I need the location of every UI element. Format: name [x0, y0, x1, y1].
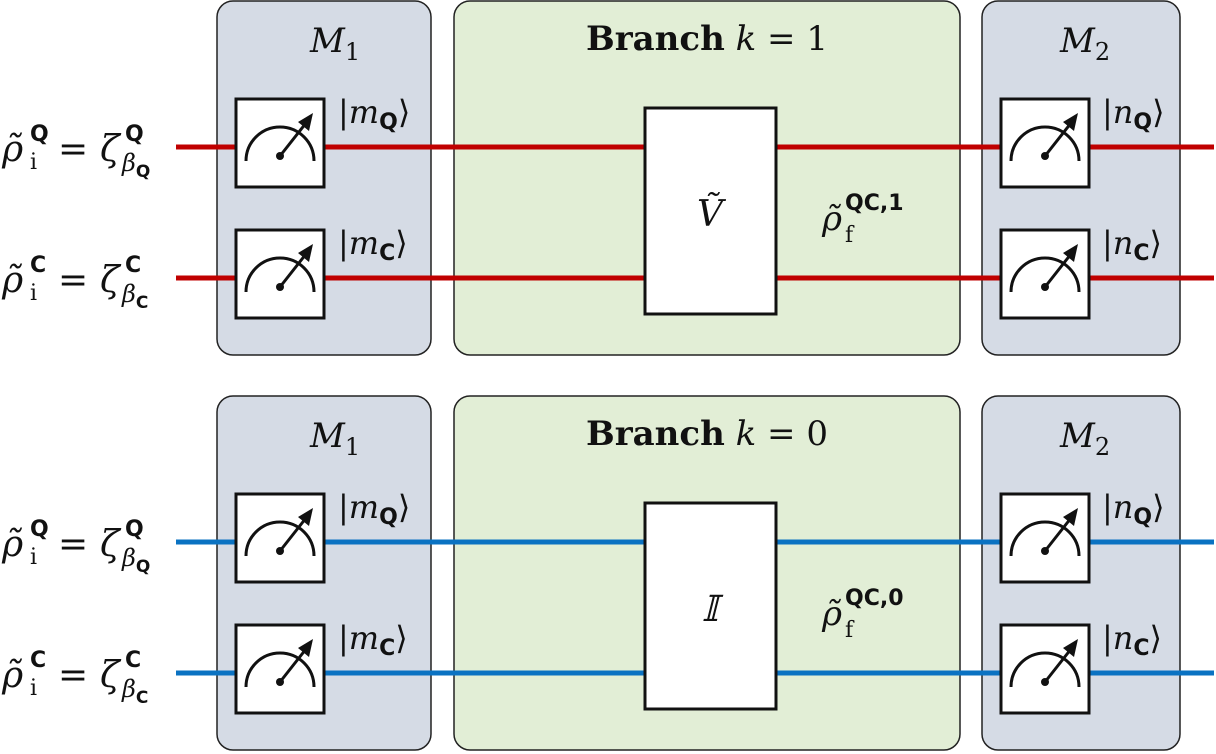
measurement-outcome-ket: |nC⟩ [1102, 224, 1162, 266]
gate-symbol: 𝕀 [702, 589, 724, 630]
input-state-sup: C [30, 648, 46, 673]
final-state-sup: QC,0 [845, 586, 904, 611]
input-state-sub: i [30, 281, 37, 306]
input-state-label: ρ̃ [1, 524, 23, 565]
meter-icon [999, 492, 1091, 584]
meter-icon [999, 97, 1091, 189]
input-state-sub: i [30, 545, 37, 570]
thermal-state-sub: βC [121, 280, 148, 313]
measurement-outcome-ket: |mQ⟩ [338, 488, 410, 530]
m1-label: M1 [309, 416, 360, 461]
thermal-state-sup: C [125, 253, 141, 278]
input-state-sup: C [30, 253, 46, 278]
equals-sign: = [58, 129, 88, 170]
thermal-state-label: ζ [100, 129, 122, 170]
measurement-outcome-ket: |nQ⟩ [1102, 93, 1165, 135]
thermal-state-label: ζ [100, 260, 122, 301]
meter-icon [234, 97, 326, 189]
meter-icon [234, 228, 326, 320]
measurement-outcome-ket: |mC⟩ [338, 224, 408, 266]
equals-sign: = [58, 524, 88, 565]
measurement-outcome-ket: |nQ⟩ [1102, 488, 1165, 530]
gate-symbol: Ṽ [697, 193, 727, 235]
gate-box [643, 501, 778, 711]
meter-icon [999, 228, 1091, 320]
final-state-sup: QC,1 [845, 191, 904, 216]
thermal-state-sup: Q [125, 122, 144, 147]
thermal-state-sub: βQ [121, 544, 150, 577]
input-state-label: ρ̃ [1, 129, 23, 170]
thermal-state-sup: C [125, 648, 141, 673]
input-state-sub: i [30, 150, 37, 175]
branch-label: Branch k = 0 [586, 414, 828, 454]
gate-box [643, 106, 778, 316]
branch-label: Branch k = 1 [586, 19, 828, 59]
thermal-state-label: ζ [100, 524, 122, 565]
final-state-label: ρ̃ [821, 199, 842, 239]
thermal-state-sup: Q [125, 517, 144, 542]
thermal-state-label: ζ [100, 655, 122, 696]
thermal-state-sub: βQ [121, 149, 150, 182]
final-state-sub: f [845, 223, 855, 248]
input-state-sup: Q [30, 122, 49, 147]
m2-label: M2 [1059, 21, 1110, 66]
measurement-outcome-ket: |nC⟩ [1102, 619, 1162, 661]
measurement-outcome-ket: |mQ⟩ [338, 93, 410, 135]
input-state-label: ρ̃ [1, 260, 23, 301]
meter-icon [234, 623, 326, 715]
thermal-state-sub: βC [121, 675, 148, 708]
final-state-sub: f [845, 618, 855, 643]
input-state-sup: Q [30, 517, 49, 542]
meter-icon [999, 623, 1091, 715]
measurement-outcome-ket: |mC⟩ [338, 619, 408, 661]
equals-sign: = [58, 260, 88, 301]
m1-label: M1 [309, 21, 360, 66]
input-state-label: ρ̃ [1, 655, 23, 696]
final-state-label: ρ̃ [821, 594, 842, 634]
input-state-sub: i [30, 676, 37, 701]
m2-label: M2 [1059, 416, 1110, 461]
equals-sign: = [58, 655, 88, 696]
meter-icon [234, 492, 326, 584]
